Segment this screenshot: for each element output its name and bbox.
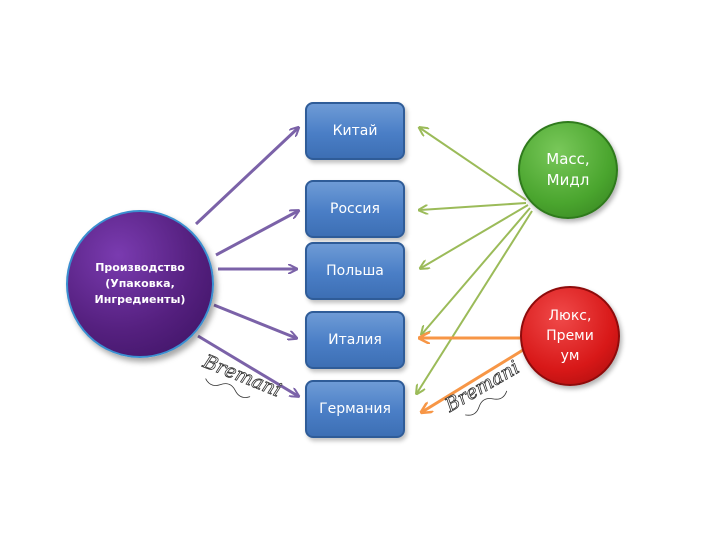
lux-line-2: Преми (546, 328, 594, 344)
country-label-germany: Германия (319, 401, 391, 417)
arrow-mass-germany (417, 210, 533, 393)
lux-line-3: ум (560, 348, 580, 364)
lux-line-1: Люкс, (548, 308, 592, 324)
arrow-mass-italy (422, 207, 531, 334)
country-label-russia: Россия (330, 201, 380, 217)
country-box-china: Китай (305, 102, 405, 160)
production-line-3: Ингредиенты) (94, 293, 186, 306)
mass-line-1: Масс, (546, 150, 590, 168)
country-box-poland: Польша (305, 242, 405, 300)
mass-midl-circle: Масс, Мидл (518, 121, 618, 219)
arrow-mass-russia (420, 202, 527, 210)
arrow-production-italy (213, 303, 296, 338)
bremani-logo-right: Bremani (440, 356, 524, 417)
svg-text:Bremani: Bremani (199, 350, 284, 401)
arrow-mass-poland (421, 204, 529, 268)
country-box-russia: Россия (305, 180, 405, 238)
arrow-production-china (194, 128, 298, 226)
arrow-mass-china (420, 128, 527, 201)
country-box-germany: Германия (305, 380, 405, 438)
arrow-production-russia (215, 211, 298, 257)
svg-text:Bremani: Bremani (440, 356, 523, 417)
country-box-italy: Италия (305, 311, 405, 369)
arrow-lux-germany (422, 348, 524, 412)
mass-line-2: Мидл (546, 171, 590, 189)
bremani-logo-left: Bremani (199, 350, 285, 402)
country-label-china: Китай (332, 123, 378, 139)
production-circle: Производство (Упаковка, Ингредиенты) (66, 210, 214, 358)
country-label-poland: Польша (326, 263, 384, 279)
arrow-production-germany (197, 334, 298, 396)
production-line-2: (Упаковка, (105, 277, 175, 290)
country-label-italy: Италия (328, 332, 382, 348)
production-line-1: Производство (95, 261, 185, 274)
lux-premium-circle: Люкс, Преми ум (520, 286, 620, 386)
